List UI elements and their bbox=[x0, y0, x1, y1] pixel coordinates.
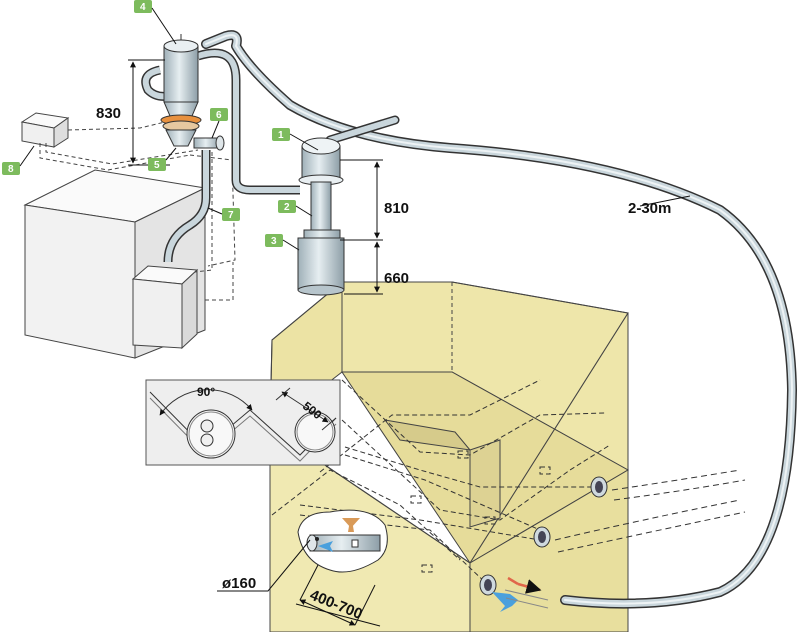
callout-badge-4: 4 bbox=[134, 0, 177, 45]
tank-outlets bbox=[479, 476, 608, 596]
callout-badge-3: 3 bbox=[265, 234, 300, 251]
dimension-lines bbox=[128, 59, 691, 627]
cyclone-unit bbox=[141, 34, 225, 151]
collector-box bbox=[131, 265, 199, 350]
callout-badge-5: 5 bbox=[148, 147, 177, 171]
callout-badge-2: 2 bbox=[278, 200, 313, 217]
cyclone-height-label: 830 bbox=[96, 105, 121, 122]
svg-text:5: 5 bbox=[154, 160, 160, 171]
hose-length-label: 2-30m bbox=[628, 200, 671, 217]
callout-badge-1: 1 bbox=[272, 128, 319, 151]
drain-hose bbox=[163, 150, 211, 263]
container-height-label: 660 bbox=[384, 270, 409, 287]
callout-badge-7: 7 bbox=[207, 207, 240, 221]
airflow-lines bbox=[554, 469, 746, 553]
control-box bbox=[20, 112, 70, 148]
svg-text:1: 1 bbox=[278, 130, 284, 141]
airflow-arrows bbox=[492, 576, 549, 612]
separator-height-label: 810 bbox=[384, 200, 409, 217]
callout-badge-8: 8 bbox=[2, 145, 35, 175]
svg-text:6: 6 bbox=[216, 110, 222, 121]
control-cables bbox=[39, 121, 236, 301]
separator-hose bbox=[196, 48, 400, 195]
inset-detail bbox=[145, 379, 341, 466]
svg-text:8: 8 bbox=[8, 164, 14, 175]
pipe-diameter-label: ø160 bbox=[222, 575, 256, 592]
internal-pipes bbox=[271, 379, 611, 586]
svg-text:2: 2 bbox=[284, 202, 290, 213]
svg-text:7: 7 bbox=[228, 210, 234, 221]
separator-unit bbox=[297, 137, 345, 296]
svg-text:3: 3 bbox=[271, 236, 277, 247]
pipe-cutaway bbox=[297, 509, 388, 573]
svg-text:4: 4 bbox=[140, 2, 146, 13]
callout-badge-6: 6 bbox=[210, 108, 228, 139]
angle-label: 90° bbox=[197, 385, 215, 399]
suction-hose bbox=[201, 30, 798, 609]
